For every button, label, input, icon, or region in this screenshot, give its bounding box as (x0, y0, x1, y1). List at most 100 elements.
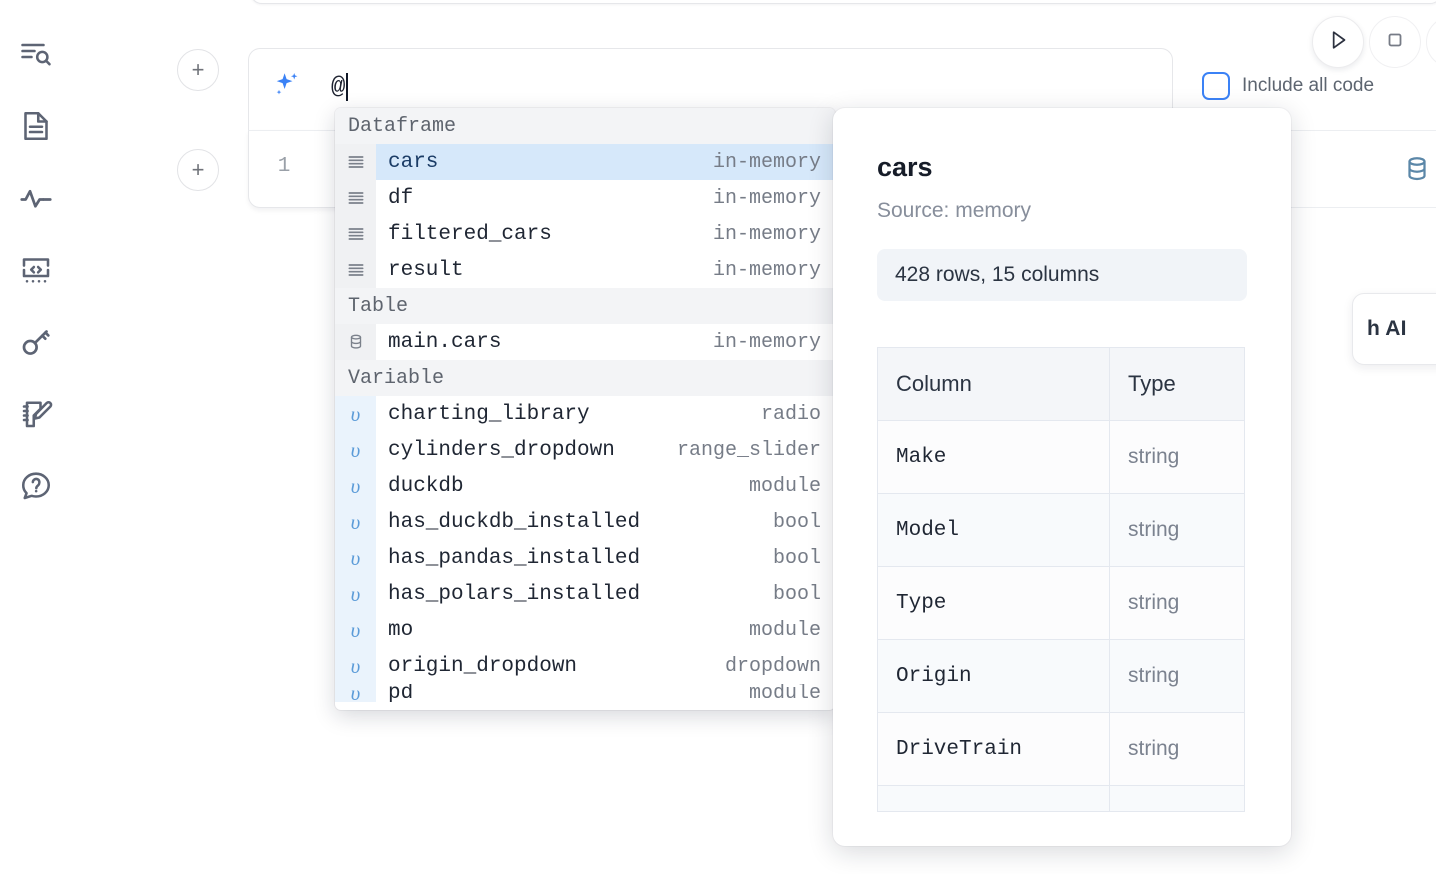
sidebar-item-secrets[interactable] (10, 306, 62, 378)
dataframe-rows-icon (335, 216, 376, 252)
more-options-button[interactable] (1426, 16, 1436, 68)
autocomplete-group-label: Variable (335, 360, 835, 396)
variable-upsilon-icon: υ (335, 432, 376, 468)
stop-button[interactable] (1369, 16, 1421, 68)
database-icon (335, 324, 376, 360)
autocomplete-item-meta: in-memory (712, 150, 821, 174)
outline-search-icon (18, 36, 54, 72)
sidebar-item-help[interactable] (10, 450, 62, 522)
autocomplete-item[interactable]: cars in-memory (335, 144, 835, 180)
include-all-code-checkbox[interactable] (1202, 72, 1230, 100)
include-all-code-row[interactable]: Include all code (1202, 72, 1374, 100)
schema-column-type: string (1109, 493, 1245, 567)
add-cell-below-button[interactable]: + (177, 149, 219, 191)
autocomplete-item-name: result (388, 258, 464, 282)
detail-shape-badge: 428 rows, 15 columns (877, 249, 1247, 301)
sidebar-item-outline-search[interactable] (10, 18, 62, 90)
variable-upsilon-icon: υ (335, 684, 376, 702)
autocomplete-item-name: has_duckdb_installed (388, 510, 641, 534)
autocomplete-group-label: Dataframe (335, 108, 835, 144)
autocomplete-item-name: main.cars (388, 330, 502, 354)
scratchpad-edit-icon (18, 396, 54, 432)
autocomplete-item-name: pd (388, 684, 414, 702)
sidebar-item-activity[interactable] (10, 162, 62, 234)
add-cell-above-button[interactable]: + (177, 49, 219, 91)
autocomplete-item-meta: module (748, 684, 821, 702)
dataframe-rows-icon (335, 180, 376, 216)
database-icon[interactable] (1402, 154, 1432, 184)
detail-source: Source: memory (877, 199, 1032, 222)
code-snippet-icon (18, 252, 54, 288)
variable-upsilon-icon: υ (335, 468, 376, 504)
schema-column-type (1109, 785, 1245, 812)
sidebar-item-scratchpad[interactable] (10, 378, 62, 450)
schema-column-name (877, 785, 1110, 812)
help-chat-icon (18, 468, 54, 504)
variable-upsilon-icon: υ (335, 576, 376, 612)
autocomplete-item-name: cars (388, 150, 439, 174)
variable-upsilon-icon: υ (335, 396, 376, 432)
column-header-column: Column (877, 347, 1110, 421)
autocomplete-item-name: df (388, 186, 414, 210)
square-stop-icon (1383, 28, 1407, 57)
sidebar-item-snippets[interactable] (10, 234, 62, 306)
autocomplete-item-name: origin_dropdown (388, 654, 578, 678)
ai-action-card[interactable]: h AI (1352, 293, 1436, 365)
sidebar-item-file[interactable] (10, 90, 62, 162)
autocomplete-item-meta: module (748, 618, 821, 642)
sidebar-icon-rail (0, 0, 72, 874)
schema-column-type: string (1109, 566, 1245, 640)
schema-column-type: string (1109, 420, 1245, 494)
cell-above-clipped[interactable] (250, 0, 1436, 4)
file-document-icon (18, 108, 54, 144)
autocomplete-item-name: has_polars_installed (388, 582, 641, 606)
variable-upsilon-icon: υ (335, 648, 376, 684)
column-header-type: Type (1109, 347, 1245, 421)
schema-column-name: DriveTrain (877, 712, 1110, 786)
ai-prompt-value: @ (331, 73, 346, 101)
schema-column-type: string (1109, 639, 1245, 713)
detail-title: cars (877, 152, 933, 182)
autocomplete-item-name: mo (388, 618, 414, 642)
schema-column-name: Type (877, 566, 1110, 640)
autocomplete-group-label: Table (335, 288, 835, 324)
ai-prompt-input[interactable]: @ (331, 73, 349, 101)
schema-column-name: Model (877, 493, 1110, 567)
run-button[interactable] (1312, 16, 1364, 68)
schema-column-name: Make (877, 420, 1110, 494)
autocomplete-item-name: charting_library (388, 402, 590, 426)
autocomplete-item-name: has_pandas_installed (388, 546, 641, 570)
autocomplete-item-name: duckdb (388, 474, 464, 498)
activity-pulse-icon (18, 180, 54, 216)
table-row (877, 785, 1245, 812)
ai-sparkle-icon (271, 69, 303, 101)
autocomplete-item-name: filtered_cars (388, 222, 552, 246)
play-icon (1325, 27, 1351, 58)
schema-column-type: string (1109, 712, 1245, 786)
autocomplete-detail-panel: cars Source: memory 428 rows, 15 columns… (833, 108, 1291, 846)
include-all-code-label: Include all code (1242, 75, 1375, 96)
variable-upsilon-icon: υ (335, 612, 376, 648)
key-icon (18, 324, 54, 360)
schema-column-name: Origin (877, 639, 1110, 713)
